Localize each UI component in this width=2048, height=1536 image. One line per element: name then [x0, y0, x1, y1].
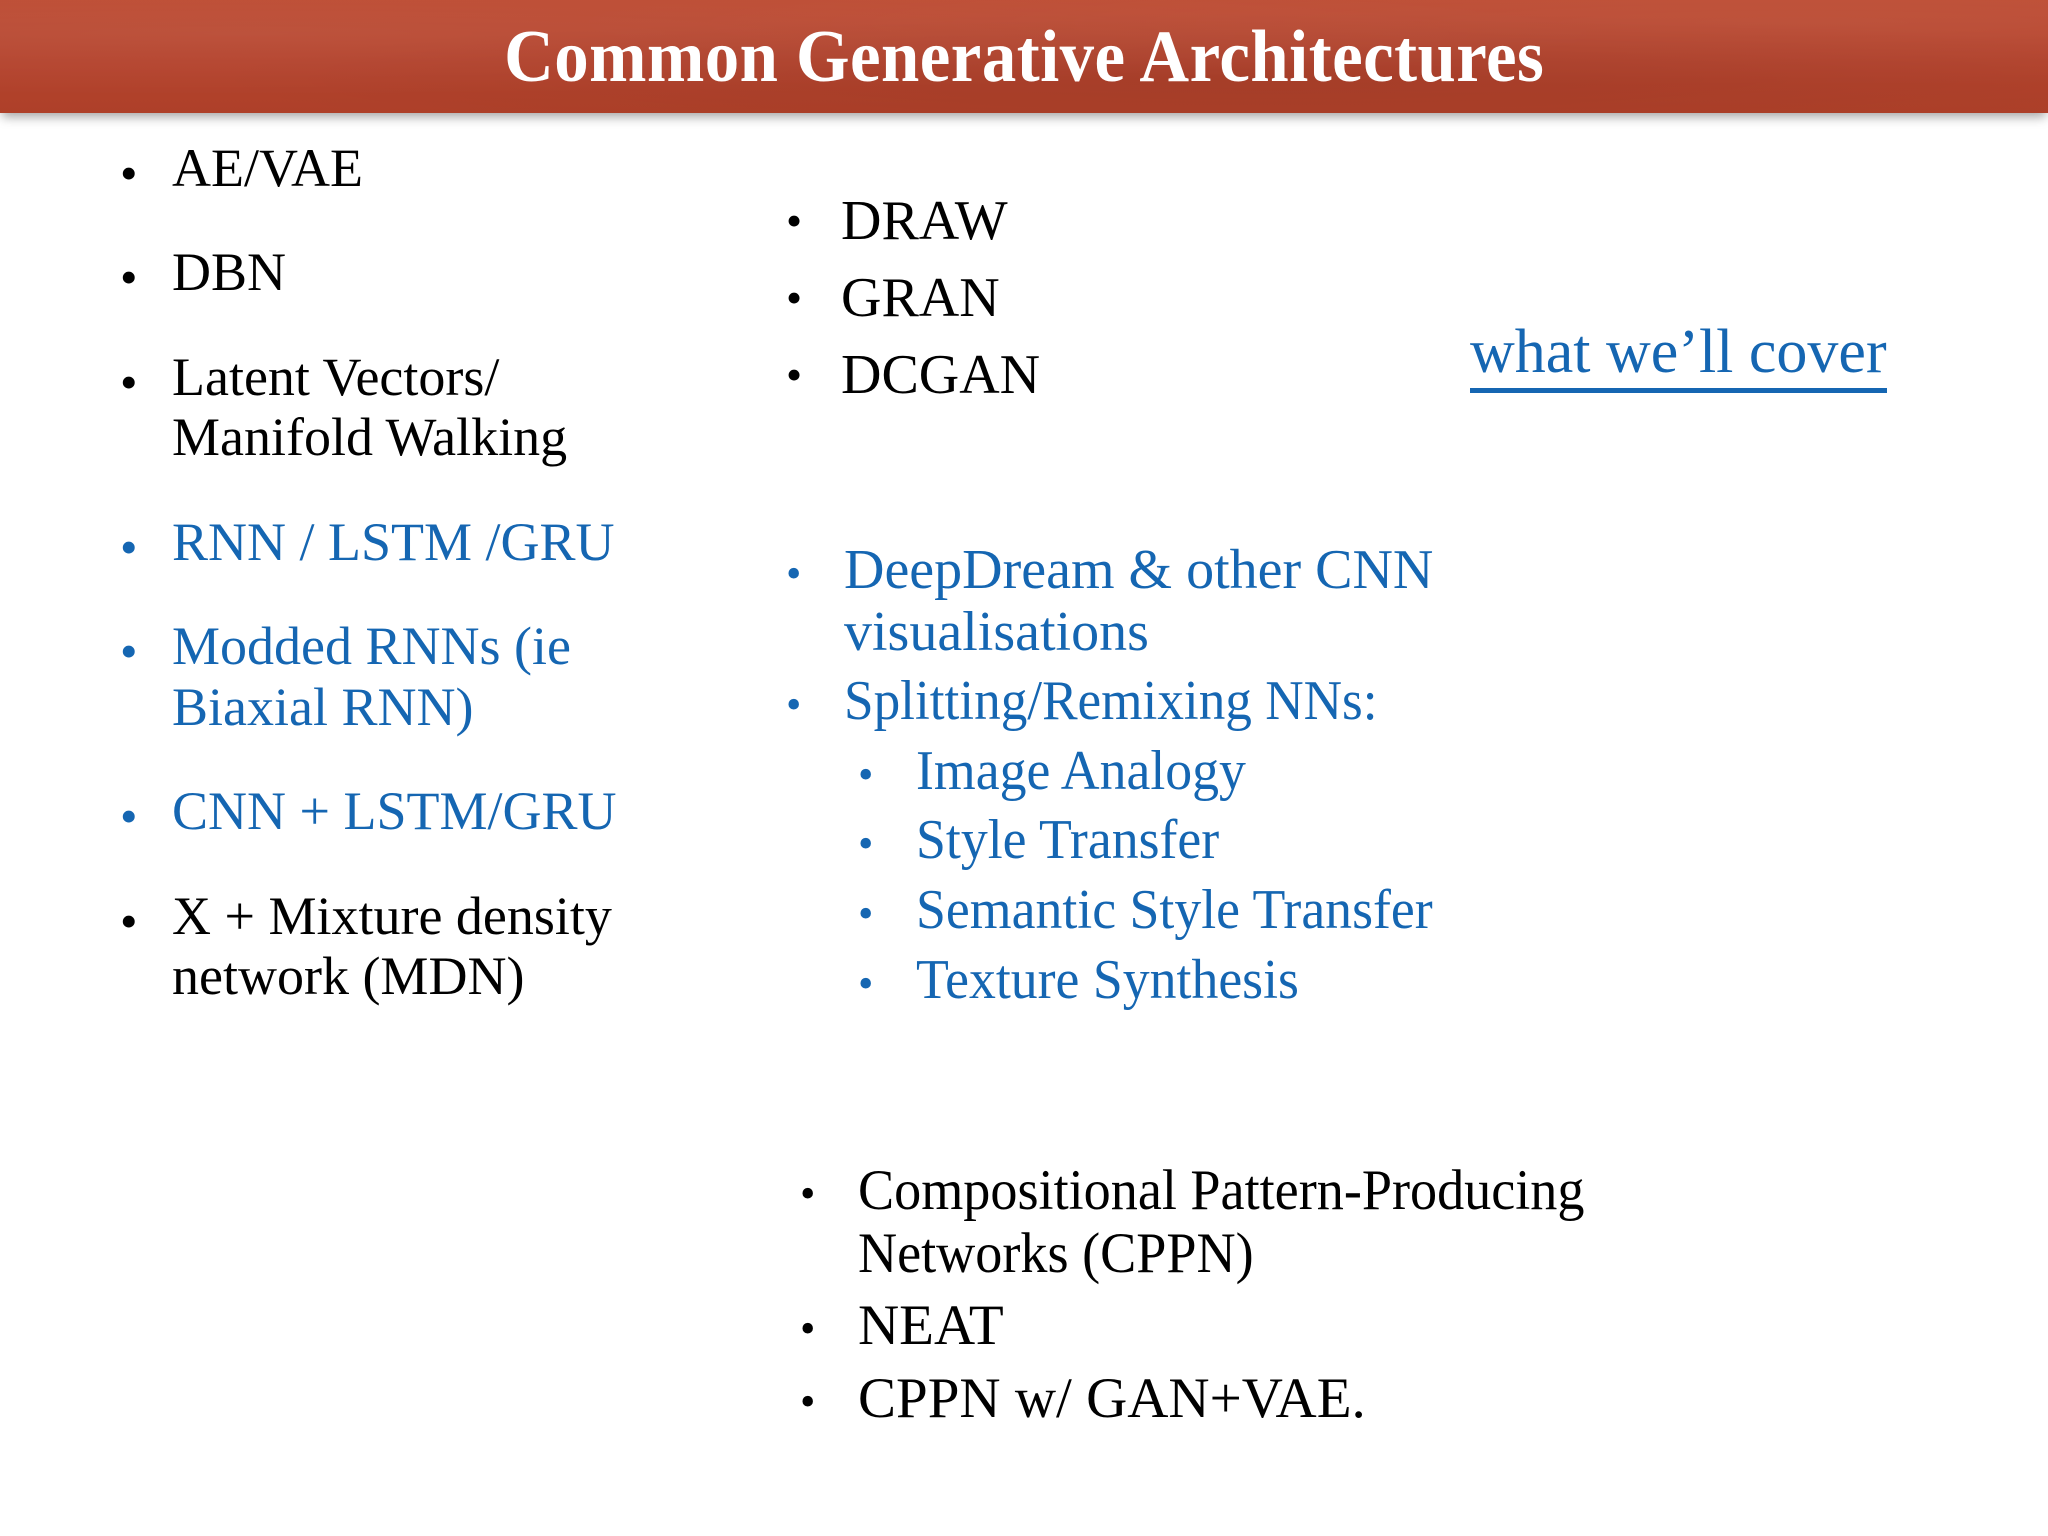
left-bullet-list: • AE/VAE • DBN • Latent Vectors/Manifold…: [120, 138, 740, 1051]
remixing-sub-list: • Image Analogy • Style Transfer • Seman…: [858, 739, 1946, 1012]
bullet-icon: •: [786, 348, 803, 400]
list-item-label: RNN / LSTM /GRU: [172, 511, 615, 572]
list-item[interactable]: • Texture Synthesis: [858, 948, 1946, 1012]
title-banner: Common Generative Architectures: [0, 0, 2048, 113]
bullet-icon: •: [800, 1377, 816, 1427]
bullet-icon: •: [786, 680, 802, 730]
bullet-icon: •: [858, 749, 874, 799]
list-item[interactable]: • Image Analogy: [858, 739, 1946, 803]
list-item[interactable]: • RNN / LSTM /GRU: [120, 512, 740, 572]
bullet-icon: •: [858, 888, 874, 938]
bullet-icon: •: [786, 271, 803, 323]
list-item[interactable]: • AE/VAE: [120, 138, 740, 198]
bullet-icon: •: [120, 788, 138, 845]
list-item-label: Splitting/Remixing NNs:: [844, 670, 1378, 733]
list-item-label: DCGAN: [841, 343, 1041, 406]
right-top-bullet-list: • DRAW • GRAN • DCGAN: [786, 192, 1306, 422]
bullet-icon: •: [786, 549, 802, 598]
bullet-icon: •: [800, 1169, 816, 1218]
list-item[interactable]: • DRAW: [786, 192, 1306, 251]
bullet-icon: •: [800, 1304, 816, 1354]
list-item-label: CPPN w/ GAN+VAE.: [858, 1367, 1366, 1431]
list-item[interactable]: • Style Transfer: [858, 810, 1946, 872]
list-item-label: Latent Vectors/Manifold Walking: [172, 346, 568, 468]
list-item-label: GRAN: [841, 266, 1000, 329]
list-item-label: Style Transfer: [916, 809, 1220, 872]
list-item[interactable]: • Semantic Style Transfer: [858, 878, 1946, 942]
bullet-icon: •: [786, 195, 803, 246]
list-item[interactable]: • NEAT: [800, 1295, 2000, 1358]
list-item-label: DRAW: [841, 190, 1008, 252]
list-item[interactable]: • GRAN: [786, 266, 1306, 329]
bullet-icon: •: [120, 518, 138, 575]
list-item[interactable]: • DBN: [120, 242, 740, 302]
list-item-label: Semantic Style Transfer: [916, 878, 1433, 941]
list-item-label: Image Analogy: [916, 739, 1246, 802]
bullet-icon: •: [858, 958, 874, 1008]
list-item[interactable]: • Splitting/Remixing NNs:: [786, 671, 1946, 733]
bullet-icon: •: [120, 249, 138, 306]
list-item-label: NEAT: [858, 1294, 1004, 1358]
bullet-icon: •: [120, 623, 138, 680]
bullet-icon: •: [858, 819, 874, 869]
list-item-label: DBN: [172, 242, 287, 303]
list-item-label: AE/VAE: [172, 138, 364, 198]
bullet-icon: •: [120, 892, 138, 949]
list-item[interactable]: • Latent Vectors/Manifold Walking: [120, 347, 740, 468]
bullet-icon: •: [120, 145, 138, 201]
list-item-label: Texture Synthesis: [916, 948, 1299, 1011]
bullet-icon: •: [120, 353, 138, 410]
what-well-cover-link[interactable]: what we’ll cover: [1470, 319, 1887, 394]
list-item-label: CNN + LSTM/GRU: [172, 781, 617, 842]
list-item[interactable]: • DCGAN: [786, 343, 1306, 406]
page-title: Common Generative Architectures: [503, 15, 1545, 98]
list-item[interactable]: • CPPN w/ GAN+VAE.: [800, 1367, 2000, 1431]
list-item[interactable]: • CNN + LSTM/GRU: [120, 781, 740, 841]
